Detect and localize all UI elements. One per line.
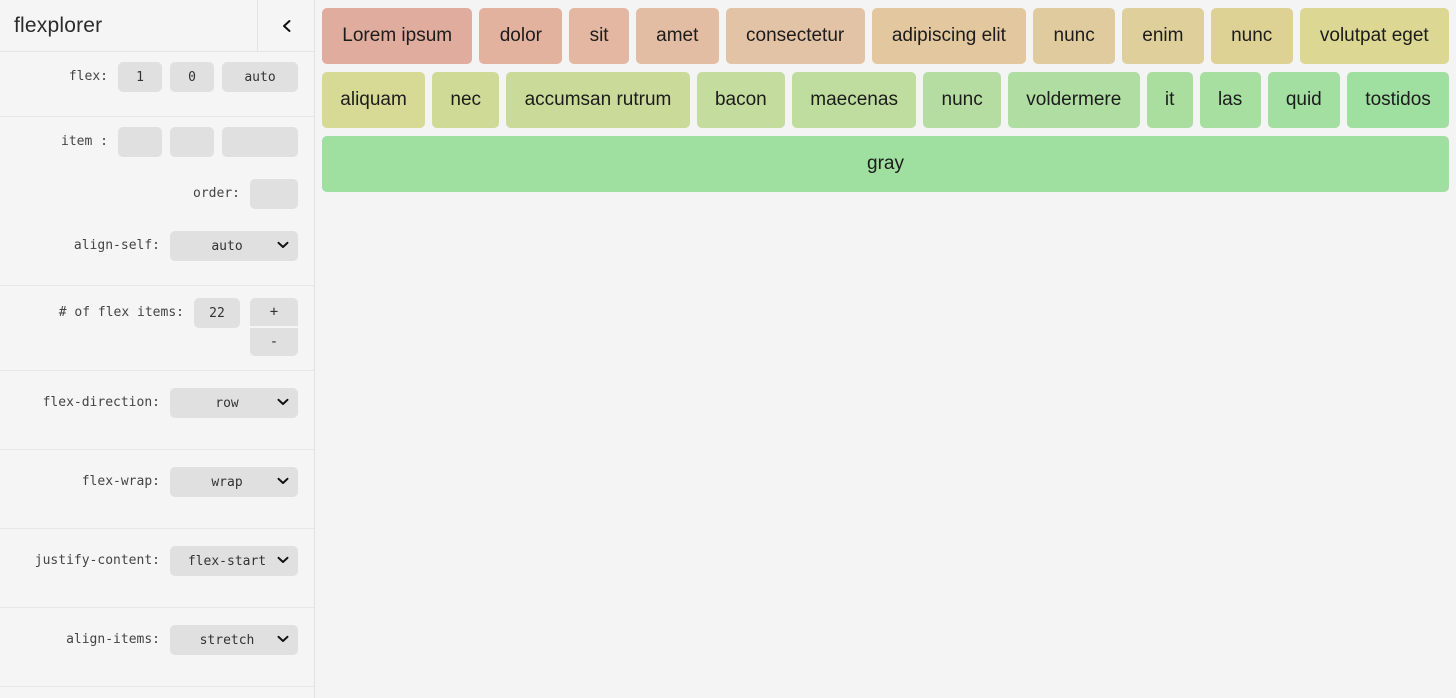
group-justify-content: justify-content: flex-startflex-endcente… xyxy=(0,529,314,608)
flex-item[interactable]: quid xyxy=(1267,72,1341,128)
flex-item[interactable]: nunc xyxy=(1033,8,1115,64)
justify-content-label: justify-content: xyxy=(34,553,160,568)
flex-item-label: Lorem ipsum xyxy=(342,25,453,46)
item-height-input[interactable] xyxy=(170,127,214,157)
flex-basis-input[interactable] xyxy=(222,62,298,92)
flex-direction-select[interactable]: rowrow-reversecolumncolumn-reverse xyxy=(170,388,298,418)
flex-item[interactable]: tostidos xyxy=(1347,72,1450,128)
flex-item[interactable]: it xyxy=(1146,72,1193,128)
app-title: flexplorer xyxy=(14,13,103,37)
group-flex-shorthand: flex: xyxy=(0,52,314,117)
decrement-button[interactable]: - xyxy=(250,328,298,356)
group-item-count: # of flex items: + - xyxy=(0,286,314,371)
flex-item[interactable]: Lorem ipsum xyxy=(322,8,473,64)
sidebar: flexplorer flex: item : xyxy=(0,0,315,698)
row-order: order: xyxy=(0,179,314,223)
align-self-select-wrap: autoflex-startflex-endcenterbaselinestre… xyxy=(170,231,298,261)
flex-item-label: aliquam xyxy=(340,89,407,110)
sidebar-header: flexplorer xyxy=(0,0,314,52)
flex-item-label: nunc xyxy=(1231,25,1273,46)
flex-item[interactable]: voldermere xyxy=(1008,72,1140,128)
flex-item-label: dolor xyxy=(499,25,542,46)
row-align-items: align-items: stretchflex-startflex-endce… xyxy=(0,625,314,669)
item-count-input[interactable] xyxy=(194,298,240,328)
flex-item-label: quid xyxy=(1285,89,1322,110)
flex-item-label: consectetur xyxy=(746,25,845,46)
flex-item-label: voldermere xyxy=(1026,89,1122,110)
flex-item-label: amet xyxy=(656,25,699,46)
flex-item-label: maecenas xyxy=(810,89,898,110)
align-self-select[interactable]: autoflex-startflex-endcenterbaselinestre… xyxy=(170,231,298,261)
justify-content-select[interactable]: flex-startflex-endcenterspace-betweenspa… xyxy=(170,546,298,576)
flex-wrap-select-wrap: nowrapwrapwrap-reverse xyxy=(170,467,298,497)
group-flex-wrap: flex-wrap: nowrapwrapwrap-reverse xyxy=(0,450,314,529)
group-align-items: align-items: stretchflex-startflex-endce… xyxy=(0,608,314,687)
flex-shorthand-label: flex: xyxy=(68,69,108,84)
flex-item-label: accumsan rutrum xyxy=(524,89,672,110)
flex-grow-input[interactable] xyxy=(118,62,162,92)
order-label: order: xyxy=(193,186,240,201)
item-width-input[interactable] xyxy=(118,127,162,157)
flex-item-label: nec xyxy=(450,89,482,110)
flex-item-label: bacon xyxy=(714,89,767,110)
flex-item-label: sit xyxy=(589,25,609,46)
flex-item[interactable]: accumsan rutrum xyxy=(506,72,690,128)
flex-wrap-select[interactable]: nowrapwrapwrap-reverse xyxy=(170,467,298,497)
flex-wrap-label: flex-wrap: xyxy=(81,474,160,489)
flex-item[interactable]: enim xyxy=(1122,8,1204,64)
row-item: item : xyxy=(0,127,314,171)
flex-item-label: it xyxy=(1164,89,1175,110)
flex-item[interactable]: aliquam xyxy=(322,72,426,128)
group-item: item : order: align-self: autoflex-start… xyxy=(0,117,314,286)
flex-canvas: Lorem ipsum dolor sit amet consectetur adipis… xyxy=(315,0,1456,698)
align-items-label: align-items: xyxy=(66,632,160,647)
group-flex-direction: flex-direction: rowrow-reversecolumncolu… xyxy=(0,371,314,450)
group-align-content: align-content: stretchflex-startflex-end… xyxy=(0,687,314,698)
flex-direction-select-wrap: rowrow-reversecolumncolumn-reverse xyxy=(170,388,298,418)
chevron-left-glyph xyxy=(282,19,290,32)
increment-button[interactable]: + xyxy=(250,298,298,326)
flex-item-label: nunc xyxy=(941,89,983,110)
row-item-count: # of flex items: + - xyxy=(0,298,314,356)
align-items-select[interactable]: stretchflex-startflex-endcenterbaseline xyxy=(170,625,298,655)
flex-item[interactable]: adipiscing elit xyxy=(871,8,1027,64)
flex-direction-label: flex-direction: xyxy=(42,395,160,410)
row-flex-direction: flex-direction: rowrow-reversecolumncolu… xyxy=(0,388,314,432)
align-items-select-wrap: stretchflex-startflex-endcenterbaseline xyxy=(170,625,298,655)
flex-item[interactable]: amet xyxy=(635,8,719,64)
flex-item-label: nunc xyxy=(1053,25,1095,46)
flex-item-label: enim xyxy=(1142,25,1184,46)
order-input[interactable] xyxy=(250,179,298,209)
item-text-input[interactable] xyxy=(222,127,298,157)
flex-item[interactable]: maecenas xyxy=(792,72,917,128)
flex-item-label: adipiscing elit xyxy=(891,25,1006,46)
flex-container: Lorem ipsum dolor sit amet consectetur adipis… xyxy=(322,8,1456,200)
row-flex-wrap: flex-wrap: nowrapwrapwrap-reverse xyxy=(0,467,314,511)
flex-item[interactable]: bacon xyxy=(696,72,785,128)
flex-item[interactable]: sit xyxy=(569,8,629,64)
item-count-stepper: + - xyxy=(250,298,298,356)
chevron-left-icon[interactable] xyxy=(257,0,314,51)
flex-item[interactable]: volutpat eget xyxy=(1299,8,1449,64)
flex-item[interactable]: nec xyxy=(432,72,500,128)
flex-item-label: tostidos xyxy=(1365,89,1431,110)
flex-item-label: las xyxy=(1217,89,1243,110)
justify-content-select-wrap: flex-startflex-endcenterspace-betweenspa… xyxy=(170,546,298,576)
row-justify-content: justify-content: flex-startflex-endcente… xyxy=(0,546,314,590)
flex-item[interactable]: gray xyxy=(322,136,1449,192)
row-flex-shorthand: flex: xyxy=(0,62,314,106)
flex-item[interactable]: dolor xyxy=(479,8,563,64)
item-count-label: # of flex items: xyxy=(58,305,184,320)
flex-item[interactable]: las xyxy=(1199,72,1261,128)
flex-shrink-input[interactable] xyxy=(170,62,214,92)
row-align-self: align-self: autoflex-startflex-endcenter… xyxy=(0,231,314,275)
flex-item[interactable]: nunc xyxy=(923,72,1001,128)
flex-item-label: volutpat eget xyxy=(1319,25,1429,46)
align-self-label: align-self: xyxy=(73,238,160,253)
flex-item-label: gray xyxy=(867,153,904,174)
flex-item[interactable]: consectetur xyxy=(725,8,865,64)
item-label: item : xyxy=(61,134,108,149)
flex-item[interactable]: nunc xyxy=(1210,8,1293,64)
